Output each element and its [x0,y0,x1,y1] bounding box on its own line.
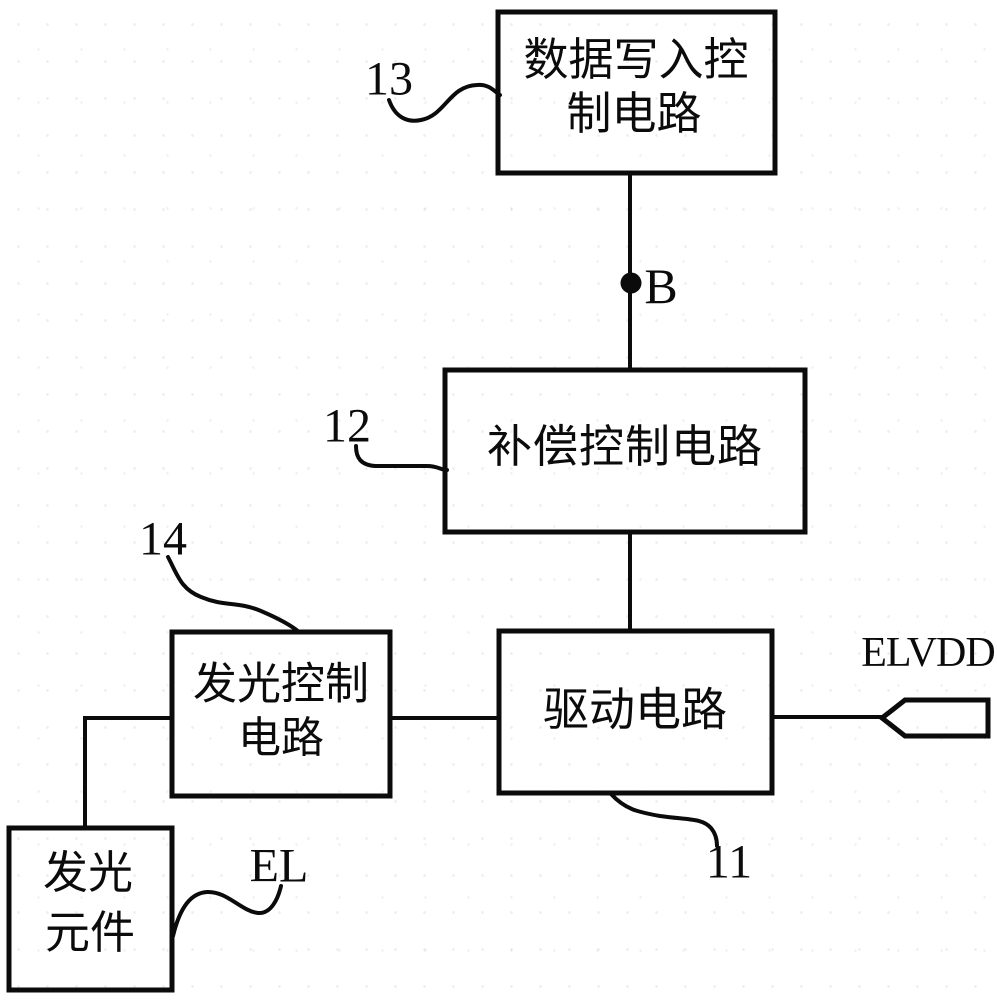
compensation-control-label: 补偿控制电路 [487,422,763,472]
leader-line-11 [609,792,719,848]
leader-line-12 [354,444,449,472]
light-emitting-element-label-line1: 发光 [43,848,133,898]
emission-control-label-line2: 电路 [238,716,324,763]
node-b-dot [620,272,642,294]
leader-line-14 [166,555,301,634]
drive-circuit-box [496,628,775,796]
data-write-control-label-line1: 数据写入控 [523,35,748,85]
node-b-label: B [644,258,677,314]
leader-line-el [171,884,283,938]
compensation-control-box [442,367,808,535]
block-light-emitting-element: 发光 元件 [6,825,175,993]
block-compensation-control: 补偿控制电路 [442,367,808,535]
block-drive-circuit: 驱动电路 [496,628,775,796]
light-emitting-element-label-line2: 元件 [45,908,135,958]
data-write-control-box [495,9,778,176]
ref-label-12: 12 [323,400,371,453]
light-emitting-element-box [6,825,175,993]
ref-label-14: 14 [139,513,187,566]
block-data-write-control: 数据写入控 制电路 [495,9,778,176]
block-emission-control: 发光控制 电路 [169,629,393,799]
wires [83,173,883,828]
leader-line-13 [387,82,502,123]
ref-label-13: 13 [365,53,413,106]
elvdd-terminal-flag [877,697,991,739]
reference-leaders [166,82,719,938]
el-label: EL [250,840,309,893]
drive-circuit-label: 驱动电路 [543,685,727,736]
wire-emission-to-element [83,716,172,828]
emission-control-box [169,629,393,799]
ref-label-11: 11 [706,836,752,889]
emission-control-label-line1: 发光控制 [193,660,369,709]
elvdd-label: ELVDD [861,630,994,676]
data-write-control-label-line2: 制电路 [566,89,701,139]
